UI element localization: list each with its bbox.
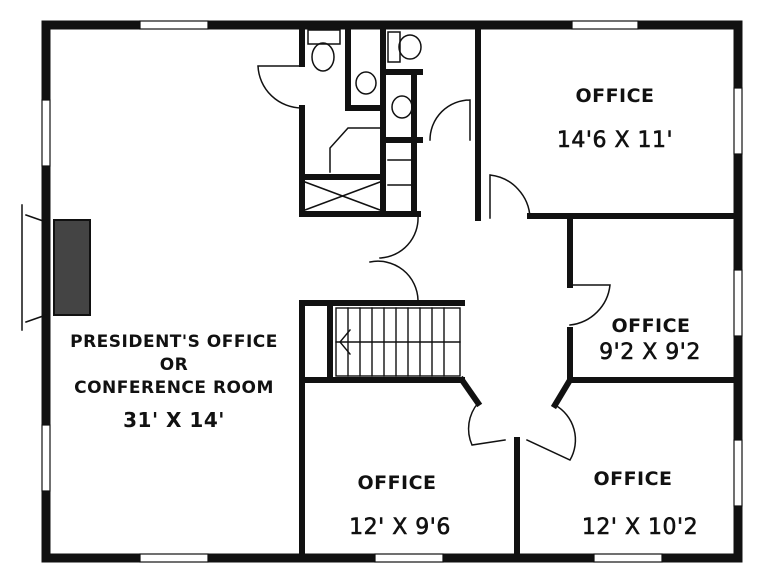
room-label-presidents-office: PRESIDENT'S OFFICE OR CONFERENCE ROOM [50, 331, 298, 400]
windows [41, 20, 743, 563]
bath-fixtures [304, 29, 422, 211]
door-swings [257, 65, 611, 461]
stairs [335, 307, 461, 377]
room-label-office-se: OFFICE [593, 468, 673, 490]
room-label-office-ne: OFFICE [575, 85, 655, 107]
room-label-office-s: OFFICE [357, 472, 437, 494]
room-dim-office-e: 9'2 X 9'2 [599, 340, 701, 366]
room-label-office-e: OFFICE [611, 315, 691, 337]
room-dim-presidents-office: 31' X 14' [123, 408, 225, 432]
presidents-office-line2: OR [159, 355, 189, 375]
presidents-office-line3: CONFERENCE ROOM [74, 378, 274, 398]
fireplace [21, 204, 91, 331]
room-dim-office-s: 12' X 9'6 [349, 515, 451, 541]
interior-walls [299, 25, 739, 559]
presidents-office-line1: PRESIDENT'S OFFICE [70, 332, 278, 352]
room-dim-office-ne: 14'6 X 11' [556, 128, 674, 154]
room-dim-office-se: 12' X 10'2 [581, 515, 699, 541]
